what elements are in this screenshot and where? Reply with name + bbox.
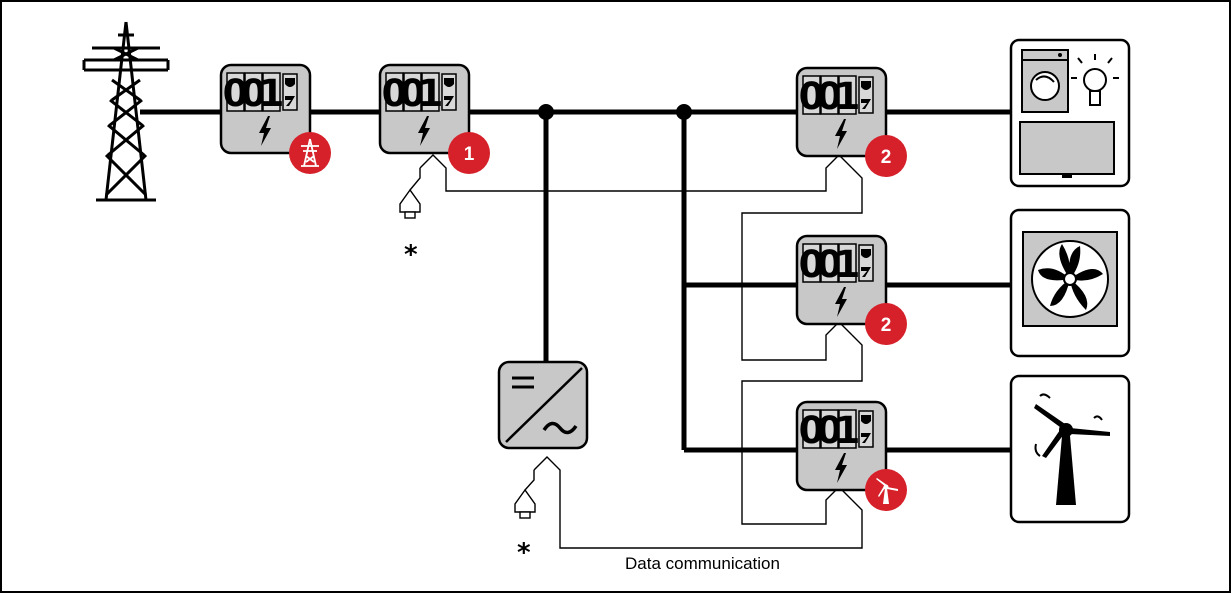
bus-junction-dot	[676, 104, 692, 120]
termination-marker: *	[404, 240, 418, 270]
consumer-meter: 001 2	[795, 234, 907, 345]
meter-digit: 1	[259, 72, 285, 115]
meter-digit: 0	[817, 409, 843, 452]
pylon-icon	[301, 138, 319, 167]
meter-badge	[865, 469, 907, 511]
meter-badge	[289, 132, 331, 174]
meter-digit: 0	[382, 72, 408, 115]
dc-ac-inverter-icon	[497, 360, 589, 450]
meter-digit: 0	[817, 75, 843, 118]
meter-number: 2	[881, 315, 892, 336]
light-bulb-icon	[1071, 54, 1119, 106]
wind-turbine-icon	[1034, 393, 1110, 505]
wind-turbine-box	[1009, 374, 1131, 524]
generator-meter: 001	[795, 400, 907, 511]
fan-unit-box	[1009, 208, 1131, 358]
household-devices-box	[1009, 38, 1131, 188]
meter-digit: 0	[817, 243, 843, 286]
meter-number: 2	[881, 147, 892, 168]
termination-marker: *	[517, 538, 531, 568]
meter-digit: 0	[799, 75, 825, 118]
meter-badge: 2	[865, 135, 907, 177]
meter-digit: 1	[835, 243, 861, 286]
meter-number: 1	[464, 144, 475, 165]
meter-digit: 1	[835, 75, 861, 118]
grid-feed-meter: 001	[219, 63, 331, 174]
meter-badge: 1	[448, 132, 490, 174]
fan-unit-icon	[1038, 244, 1103, 310]
meter-digit: 1	[835, 409, 861, 452]
meter-digit: 0	[400, 72, 426, 115]
meter-digit: 1	[418, 72, 444, 115]
power-pylon-icon	[82, 21, 170, 202]
bus-junction-dot	[538, 104, 554, 120]
meter-digit: 0	[241, 72, 267, 115]
consumer-meter: 001 2	[795, 66, 907, 177]
monitor-icon	[1019, 121, 1115, 178]
meter-badge: 2	[865, 303, 907, 345]
data-communication-label: Data communication	[625, 554, 780, 573]
meter-digit: 0	[799, 243, 825, 286]
wind-turbine-icon	[876, 478, 898, 504]
meter-digit: 0	[223, 72, 249, 115]
washing-machine-icon	[1021, 49, 1069, 113]
meter-digit: 0	[799, 409, 825, 452]
